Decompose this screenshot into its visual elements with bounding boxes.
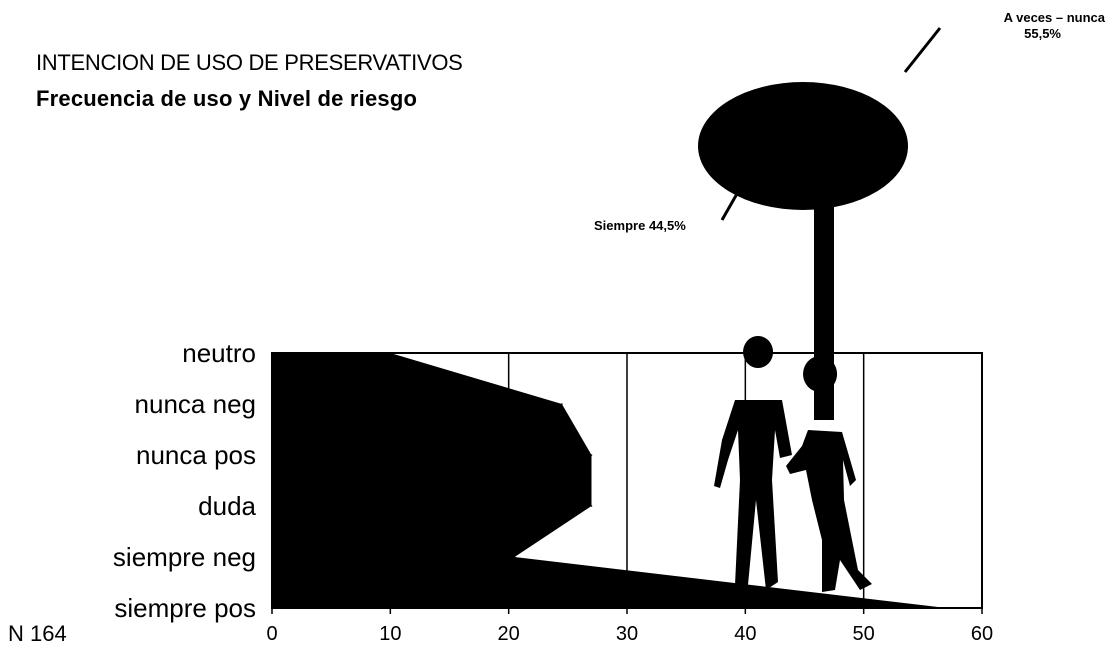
pie-leader-aveces <box>903 27 942 73</box>
x-tick-label-20: 20 <box>497 623 520 645</box>
girl-silhouette <box>786 356 872 592</box>
x-tick-label-10: 10 <box>379 623 402 645</box>
pie-slice-siempre <box>708 146 833 209</box>
boy-silhouette <box>714 336 792 590</box>
pie-label-aveces-text: A veces – nunca <box>1003 10 1105 25</box>
x-tick-label-0: 0 <box>266 623 278 645</box>
pie-leader-siempre <box>720 177 748 221</box>
x-tick-label-50: 50 <box>852 623 875 645</box>
pie-label-siempre-text: Siempre <box>594 218 646 233</box>
x-tick-label-40: 40 <box>734 623 757 645</box>
data-point-duda <box>590 505 593 507</box>
y-tick-label-duda: duda <box>198 491 256 521</box>
y-tick-label-nunca-pos: nunca pos <box>136 440 256 470</box>
data-point-nunca-pos <box>590 454 593 456</box>
y-tick-label-siempre-pos: siempre pos <box>114 593 256 623</box>
data-point-neutro <box>389 352 392 354</box>
data-point-siempre-neg <box>513 556 516 558</box>
pie-label-siempre: Siempre 44,5% <box>594 218 686 233</box>
x-tick-label-30: 30 <box>615 623 639 645</box>
y-tick-label-neutro: neutro <box>182 338 256 368</box>
data-point-siempre-pos <box>945 607 948 609</box>
x-tick-label-60: 60 <box>970 623 994 645</box>
pie-label-aveces-value: 55,5% <box>1024 26 1061 41</box>
y-tick-label-nunca-neg: nunca neg <box>134 389 256 419</box>
pie-label-aveces: A veces – nunca 55,5% <box>905 10 1105 42</box>
y-tick-label-siempre-neg: siempre neg <box>112 542 256 572</box>
area-series <box>272 353 947 608</box>
data-point-nunca-neg <box>561 403 563 405</box>
chart-subtitle: Frecuencia de uso y Nivel de riesgo <box>36 86 418 111</box>
chart-title: INTENCION DE USO DE PRESERVATIVOS <box>36 50 463 75</box>
pie-label-siempre-value: 44,5% <box>648 218 686 233</box>
sample-size-label: N 164 <box>8 621 67 646</box>
